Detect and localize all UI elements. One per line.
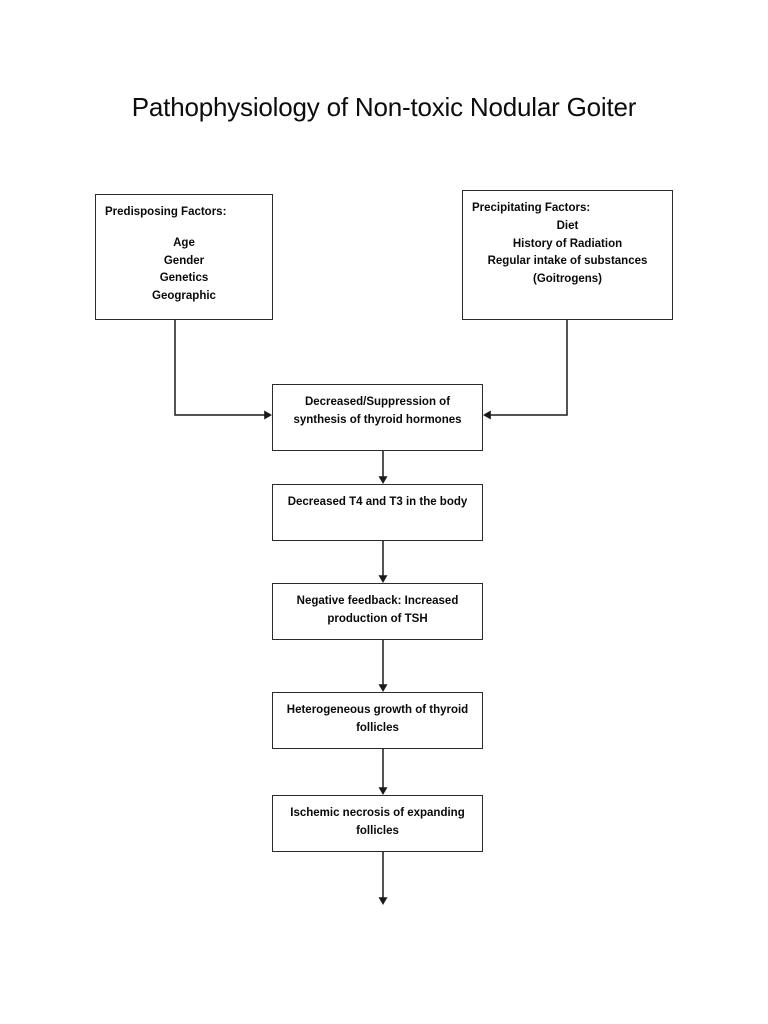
node-decreased-t4-t3[interactable]: Decreased T4 and T3 in the body <box>272 484 483 541</box>
predisposing-item-geographic: Geographic <box>152 290 216 303</box>
precipitating-item-history-of-radiation: History of Radiation <box>512 237 623 250</box>
predisposing-item-age: Age <box>173 236 195 249</box>
connector-precipitating-to-synthesis <box>483 320 568 420</box>
precipitating-item-diet: Diet <box>556 219 579 232</box>
ischemic-necrosis-line-2: follicles <box>356 824 399 837</box>
node-predisposing-factors[interactable]: Predisposing Factors: Age Gender Genetic… <box>95 194 273 320</box>
precipitating-item-goitrogens: (Goitrogens) <box>533 273 602 286</box>
spacer <box>96 222 272 235</box>
decreased-synthesis-line-2: synthesis of thyroid hormones <box>293 413 462 426</box>
decreased-synthesis-line-1: Decreased/Suppression of <box>304 396 451 408</box>
page-title: Pathophysiology of Non-toxic Nodular Goi… <box>131 92 637 122</box>
node-heterogeneous-growth[interactable]: Heterogeneous growth of thyroid follicle… <box>272 692 483 749</box>
precipitating-item-regular-intake: Regular intake of substances <box>487 255 648 268</box>
predisposing-heading: Predisposing Factors: <box>105 206 227 218</box>
heterogeneous-growth-line-2: follicles <box>356 721 399 734</box>
predisposing-item-genetics: Genetics <box>159 272 209 285</box>
negative-feedback-line-2: production of TSH <box>327 612 428 625</box>
predisposing-item-gender: Gender <box>163 254 205 267</box>
heterogeneous-growth-line-1: Heterogeneous growth of thyroid <box>286 704 469 716</box>
precipitating-heading: Precipitating Factors: <box>472 202 591 214</box>
ischemic-necrosis-line-1: Ischemic necrosis of expanding <box>290 807 465 819</box>
node-negative-feedback-tsh[interactable]: Negative feedback: Increased production … <box>272 583 483 640</box>
connector-predisposing-to-synthesis <box>174 320 272 420</box>
negative-feedback-line-1: Negative feedback: Increased <box>296 595 459 607</box>
node-precipitating-factors[interactable]: Precipitating Factors: Diet History of R… <box>462 190 673 320</box>
node-ischemic-necrosis[interactable]: Ischemic necrosis of expanding follicles <box>272 795 483 852</box>
node-decreased-synthesis[interactable]: Decreased/Suppression of synthesis of th… <box>272 384 483 451</box>
decreased-t4-t3-line-1: Decreased T4 and T3 in the body <box>287 496 468 508</box>
